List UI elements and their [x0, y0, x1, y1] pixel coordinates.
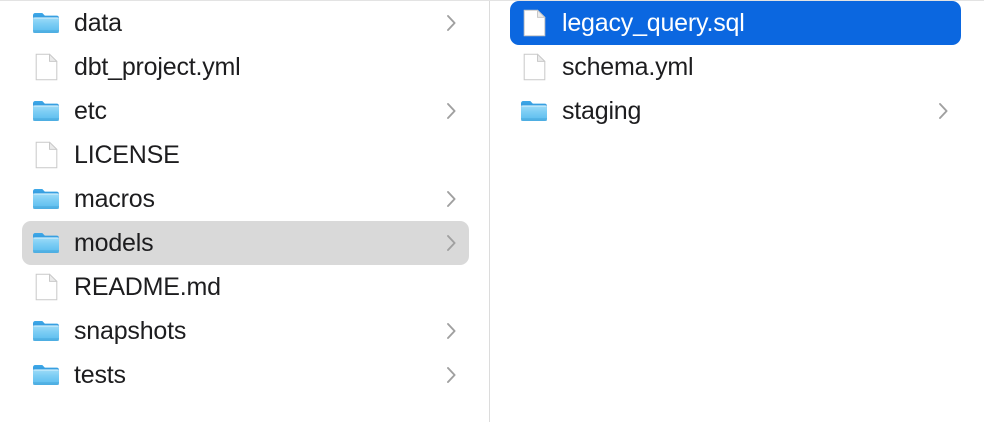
folder-row[interactable]: staging [510, 89, 961, 133]
chevron-right-icon[interactable] [935, 100, 951, 122]
folder-row[interactable]: etc [22, 89, 469, 133]
row-label: macros [74, 185, 155, 213]
folder-icon-glyph [33, 101, 59, 121]
file-row[interactable]: dbt_project.yml [22, 45, 469, 89]
folder-row[interactable]: models [22, 221, 469, 265]
chevron-right-icon-glyph [938, 103, 948, 119]
folder-icon [32, 184, 60, 214]
folder-icon [32, 228, 60, 258]
folder-row[interactable]: data [22, 1, 469, 45]
file-row[interactable]: LICENSE [22, 133, 469, 177]
folder-icon-glyph [33, 321, 59, 341]
document-icon-glyph [35, 53, 57, 81]
document-icon [32, 52, 60, 82]
folder-icon [32, 316, 60, 346]
column-child-list: legacy_query.sql schema.yml staging [490, 1, 983, 133]
document-icon-glyph [35, 141, 57, 169]
file-row[interactable]: README.md [22, 265, 469, 309]
folder-icon-glyph [33, 233, 59, 253]
column-child[interactable]: legacy_query.sql schema.yml staging [490, 1, 983, 422]
chevron-right-icon-glyph [446, 191, 456, 207]
folder-icon-glyph [33, 365, 59, 385]
folder-icon-glyph [33, 13, 59, 33]
row-label: models [74, 229, 154, 257]
row-label: etc [74, 97, 107, 125]
chevron-right-icon[interactable] [443, 364, 459, 386]
document-icon [32, 140, 60, 170]
document-icon-glyph [523, 53, 545, 81]
row-label: legacy_query.sql [562, 9, 745, 37]
chevron-right-icon-glyph [446, 367, 456, 383]
chevron-right-icon-glyph [446, 323, 456, 339]
row-label: schema.yml [562, 53, 694, 81]
chevron-right-icon-glyph [446, 15, 456, 31]
file-row[interactable]: legacy_query.sql [510, 1, 961, 45]
folder-icon [32, 96, 60, 126]
row-label: staging [562, 97, 642, 125]
row-label: tests [74, 361, 126, 389]
chevron-right-icon[interactable] [443, 12, 459, 34]
document-icon [520, 8, 548, 38]
folder-icon [32, 8, 60, 38]
folder-icon-glyph [521, 101, 547, 121]
folder-icon [32, 360, 60, 390]
row-label: LICENSE [74, 141, 180, 169]
document-icon [520, 52, 548, 82]
folder-row[interactable]: snapshots [22, 309, 469, 353]
document-icon [32, 272, 60, 302]
chevron-right-icon[interactable] [443, 232, 459, 254]
chevron-right-icon[interactable] [443, 188, 459, 210]
folder-icon [520, 96, 548, 126]
file-row[interactable]: schema.yml [510, 45, 961, 89]
chevron-right-icon[interactable] [443, 100, 459, 122]
folder-icon-glyph [33, 189, 59, 209]
row-label: README.md [74, 273, 221, 301]
chevron-right-icon[interactable] [443, 320, 459, 342]
row-label: snapshots [74, 317, 187, 345]
row-label: data [74, 9, 122, 37]
folder-row[interactable]: macros [22, 177, 469, 221]
folder-row[interactable]: tests [22, 353, 469, 397]
document-icon-glyph [523, 9, 545, 37]
document-icon-glyph [35, 273, 57, 301]
row-label: dbt_project.yml [74, 53, 241, 81]
chevron-right-icon-glyph [446, 235, 456, 251]
chevron-right-icon-glyph [446, 103, 456, 119]
